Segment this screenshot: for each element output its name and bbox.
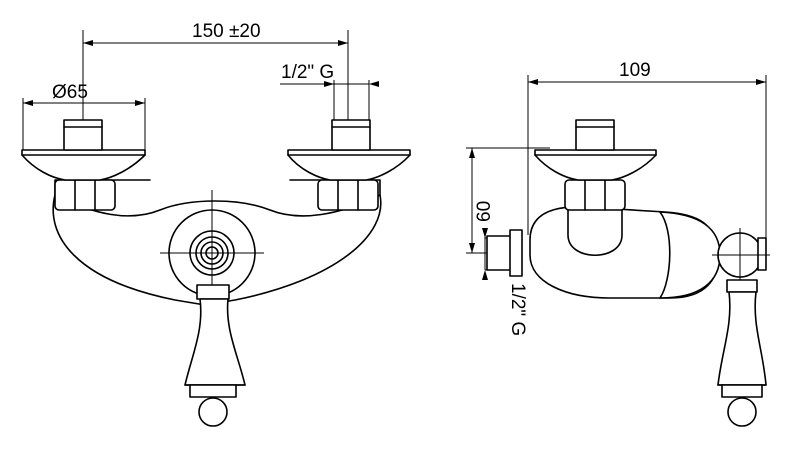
dim-height: 60 [466,147,550,254]
right-hex-nut [317,179,379,211]
dim-depth: 109 [527,60,767,250]
right-inlet [331,119,371,151]
side-outlet [486,229,523,277]
dim-flange-diameter-label: Ø65 [52,82,88,103]
side-inlet [575,119,615,151]
center-valve [160,190,264,305]
side-u-tube [567,209,623,256]
dim-center-distance-label: 150 ±20 [192,21,261,42]
left-flange [21,149,146,181]
side-flange [534,149,657,181]
left-inlet [63,119,103,151]
side-view: 109 60 1/2" G [466,60,770,427]
dim-flange-diameter: Ø65 [22,82,146,152]
right-flange [287,149,411,181]
dim-center-distance: 150 ±20 [82,21,349,120]
dim-inlet-thread: 1/2" G [280,62,379,125]
dim-height-label: 60 [474,201,495,222]
side-hex-nut [564,179,626,211]
dim-outlet-thread-label: 1/2" G [507,283,528,336]
dim-inlet-thread-label: 1/2" G [281,62,334,83]
front-view: 150 ±20 1/2" G Ø65 [21,21,411,427]
side-cap [659,211,721,299]
lever-handle [184,284,246,427]
dim-depth-label: 109 [619,60,651,81]
side-lever [717,279,767,427]
side-valve-knob [712,228,770,285]
left-hex-nut [54,179,116,211]
